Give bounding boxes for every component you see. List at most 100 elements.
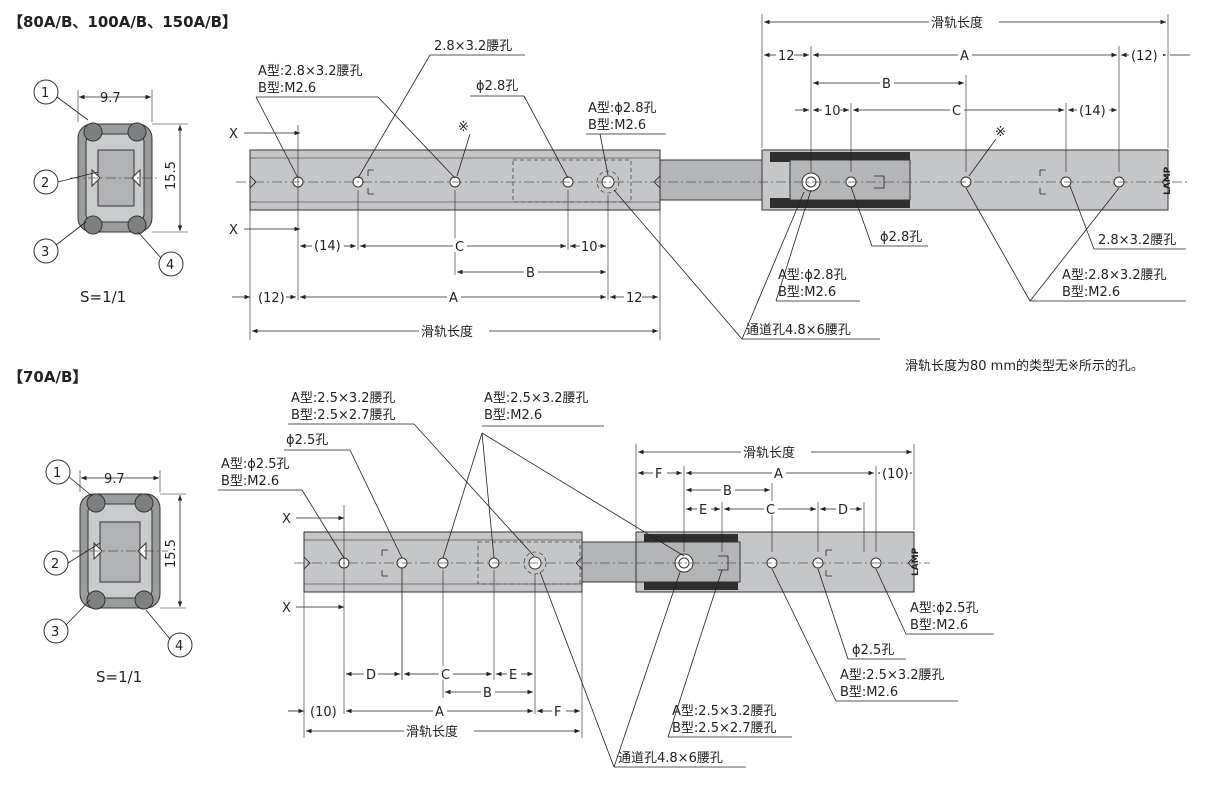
bottom-label-typeB-m26b: B型:M2.6 — [484, 408, 542, 423]
top-part-number-1: 1 — [41, 86, 49, 101]
top-scale: S=1/1 — [80, 288, 126, 306]
top-dim-C-right: C — [952, 104, 961, 119]
top-right-dims: 滑轨长度 12 A (12) B 10 C (14) — [761, 13, 1190, 172]
top-label-right-typeB2: B型:M2.6 — [1062, 285, 1120, 300]
note-text: 滑轨长度为80 mm的类型无※所示的孔。 — [905, 358, 1144, 374]
top-dim-14-left: (14) — [314, 239, 341, 254]
top-dim-C-left: C — [455, 240, 464, 255]
top-heading: 【80A/B、100A/B、150A/B】 — [8, 13, 237, 31]
top-label-phi28: ϕ2.8孔 — [476, 79, 518, 94]
bottom-label-phi25: ϕ2.5孔 — [286, 433, 328, 448]
top-part-number-2: 2 — [41, 176, 49, 191]
bottom-dim-C-left: C — [441, 668, 450, 683]
bottom-label-right-typeB-m26: B型:M2.6 — [910, 618, 968, 633]
bottom-label-right-typeA-slot: A型:2.5×3.2腰孔 — [840, 668, 945, 683]
svg-text:LAMP: LAMP — [911, 547, 921, 576]
bottom-dim-F-right: F — [655, 467, 662, 482]
bottom-label-mid-typeB-slot: B型:2.5×2.7腰孔 — [672, 721, 777, 736]
bottom-heading: 【70A/B】 — [8, 368, 87, 386]
top-cs-width: 9.7 — [100, 91, 121, 106]
top-label-right-typeA-phi: A型:ϕ2.8孔 — [778, 268, 847, 283]
bottom-part-number-2: 2 — [51, 557, 59, 572]
bottom-cs-height: 15.5 — [164, 539, 179, 568]
top-dim-10-right: 10 — [824, 104, 841, 119]
top-label-typeB-m26: B型:M2.6 — [258, 81, 316, 96]
bottom-cross-section — [72, 493, 168, 610]
top-x-label-lower: X — [229, 223, 238, 238]
bottom-label-typeA-slot25: A型:2.5×3.2腰孔 — [291, 391, 396, 406]
top-cross-section — [70, 122, 160, 235]
bottom-part-numbers: 1 2 3 4 — [43, 459, 193, 658]
bottom-part-number-4: 4 — [175, 639, 183, 654]
bottom-dim-length-left: 滑轨长度 — [406, 724, 458, 740]
top-dim-12-right: 12 — [778, 49, 795, 64]
top-label-typeB-m26-2: B型:M2.6 — [588, 118, 646, 133]
bottom-dim-C-right: C — [766, 503, 775, 518]
top-label-right-typeA-slot: A型:2.8×3.2腰孔 — [1062, 268, 1167, 283]
bottom-part-number-1: 1 — [53, 466, 61, 481]
bottom-label-right-phi25: ϕ2.5孔 — [852, 643, 894, 658]
bottom-label-right-typeA-phi25: A型:ϕ2.5孔 — [910, 601, 979, 616]
top-label-right-typeB: B型:M2.6 — [778, 285, 836, 300]
bottom-callouts: A型:ϕ2.5孔 B型:M2.6 A型:2.5×3.2腰孔 B型:2.5×2.7… — [218, 391, 994, 768]
top-part-number-4: 4 — [166, 258, 174, 273]
bottom-label-typeB-slot25: B型:2.5×2.7腰孔 — [291, 408, 396, 423]
bottom-dim-A-left: A — [435, 705, 444, 720]
top-label-right-slot: 2.8×3.2腰孔 — [1098, 233, 1176, 248]
bottom-dim-D-left: D — [366, 668, 376, 683]
bottom-dim-10p-right: (10) — [882, 467, 909, 482]
top-label-slot-28x32: 2.8×3.2腰孔 — [434, 39, 512, 54]
top-dim-B-left: B — [526, 266, 535, 281]
bottom-right-dims: 滑轨长度 F A (10) B E C D — [635, 443, 915, 552]
top-mark-left: ※ — [458, 120, 469, 135]
top-left-dims: X X (14) C 10 B (12) A 12 滑轨长度 — [229, 125, 661, 340]
bottom-dim-E-right: E — [699, 503, 707, 518]
top-label-typeA-slot: A型:2.8×3.2腰孔 — [258, 64, 363, 79]
top-dim-10-left: 10 — [581, 240, 598, 255]
bottom-dim-E-left: E — [509, 668, 517, 683]
top-cross-section-dims: 9.7 15.5 — [77, 90, 188, 233]
top-left-rail — [249, 149, 791, 211]
bottom-cross-section-dims: 9.7 15.5 — [79, 470, 186, 609]
top-part-number-3: 3 — [41, 245, 49, 260]
top-label-typeA-phi28: A型:ϕ2.8孔 — [588, 101, 657, 116]
bottom-label-typeA-slot25b: A型:2.5×3.2腰孔 — [484, 391, 589, 406]
top-dim-A-right: A — [960, 49, 969, 64]
bottom-label-typeB-m26: B型:M2.6 — [221, 474, 279, 489]
bottom-label-typeA-phi25: A型:ϕ2.5孔 — [221, 457, 290, 472]
top-callouts: A型:2.8×3.2腰孔 B型:M2.6 2.8×3.2腰孔 ϕ2.8孔 ※ A… — [255, 39, 1186, 340]
top-dim-A-left: A — [449, 291, 458, 306]
bottom-part-number-3: 3 — [51, 625, 59, 640]
bottom-left-rail — [303, 531, 637, 593]
bottom-x-label-lower: X — [282, 601, 291, 616]
top-mark-right: ※ — [995, 125, 1006, 140]
top-part-numbers: 1 2 3 4 — [33, 79, 184, 277]
bottom-dim-length-right: 滑轨长度 — [743, 445, 795, 461]
bottom-dim-A-right: A — [774, 467, 783, 482]
top-right-rail: LAMP — [761, 149, 1173, 211]
bottom-dim-D-right: D — [838, 503, 848, 518]
bottom-dim-B-right: B — [723, 484, 732, 499]
bottom-x-label-upper: X — [282, 512, 291, 527]
top-label-through-slot: 通道孔4.8×6腰孔 — [746, 323, 851, 338]
bottom-dim-F-left: F — [554, 705, 561, 720]
svg-text:LAMP: LAMP — [1163, 166, 1173, 195]
bottom-dim-10p-left: (10) — [310, 705, 337, 720]
bottom-cs-width: 9.7 — [104, 472, 125, 487]
bottom-label-right-typeB-m26b: B型:M2.6 — [840, 685, 898, 700]
top-x-label-upper: X — [229, 127, 238, 142]
top-cs-height: 15.5 — [164, 161, 179, 190]
bottom-label-through-slot: 通道孔4.8×6腰孔 — [618, 751, 723, 766]
top-dim-length-right: 滑轨长度 — [931, 15, 983, 31]
bottom-left-dims: X X D C E B (10) A F 滑轨长度 — [282, 505, 583, 740]
top-dim-12p-right: (12) — [1131, 49, 1158, 64]
bottom-dim-B-left: B — [483, 686, 492, 701]
bottom-label-mid-typeA-slot: A型:2.5×3.2腰孔 — [672, 704, 777, 719]
bottom-scale: S=1/1 — [96, 668, 142, 686]
top-label-right-phi28: ϕ2.8孔 — [880, 230, 922, 245]
top-dim-length-left: 滑轨长度 — [421, 324, 473, 340]
top-dim-B-right: B — [882, 77, 891, 92]
top-dim-14p-right: (14) — [1079, 104, 1106, 119]
top-dim-12p-left: (12) — [258, 291, 285, 306]
